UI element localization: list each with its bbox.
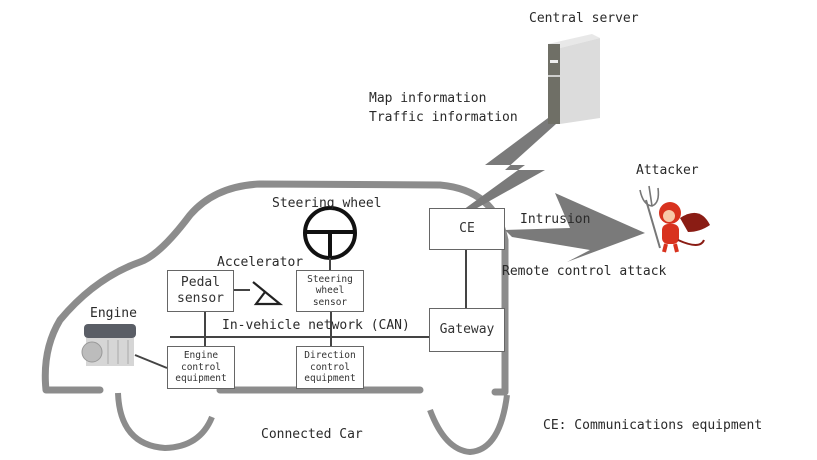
engine-to-ecu	[134, 354, 168, 369]
steering-wheel-icon	[303, 206, 357, 270]
map-information-label: Map information	[369, 91, 487, 106]
attacker-label: Attacker	[636, 163, 699, 178]
lightning-bolt-icon	[463, 118, 556, 212]
front-wheel-arc	[115, 392, 215, 452]
direction-control-equipment-box: Direction control equipment	[296, 346, 364, 389]
steering-wheel-sensor-label: Steering wheel sensor	[307, 273, 353, 308]
legend-ce: CE: Communications equipment	[543, 418, 763, 433]
engine-control-equipment-label: Engine control equipment	[175, 350, 227, 385]
pedal-sensor-label: Pedal sensor	[177, 275, 224, 306]
attack-bolt-icon	[505, 193, 645, 262]
steering-wheel-label: Steering wheel	[272, 196, 382, 211]
central-server-label: Central server	[529, 11, 639, 26]
accelerator-pedal-icon	[252, 281, 284, 306]
gateway-box: Gateway	[429, 308, 505, 352]
gateway-box-label: Gateway	[439, 322, 495, 338]
ce-box: CE	[429, 208, 505, 250]
car-body-outline	[41, 180, 509, 396]
ce-box-label: CE	[459, 221, 475, 237]
server-tower-icon	[548, 34, 600, 124]
diagram-title: Connected Car	[261, 427, 363, 442]
rear-wheel-arc	[427, 394, 510, 456]
can-network-label: In-vehicle network (CAN)	[222, 318, 410, 333]
intrusion-label: Intrusion	[520, 212, 591, 227]
engine-label: Engine	[90, 306, 137, 321]
pedal-sensor-box: Pedal sensor	[167, 270, 234, 312]
devil-with-trident-icon	[639, 185, 710, 253]
direction-control-equipment-label: Direction control equipment	[304, 350, 356, 385]
engine-block-icon	[81, 324, 136, 366]
accelerator-label: Accelerator	[217, 255, 304, 270]
steering-wheel-sensor-box: Steering wheel sensor	[296, 270, 364, 312]
remote-control-attack-label: Remote control attack	[502, 264, 667, 279]
traffic-information-label: Traffic information	[369, 110, 518, 125]
engine-control-equipment-box: Engine control equipment	[167, 346, 235, 389]
